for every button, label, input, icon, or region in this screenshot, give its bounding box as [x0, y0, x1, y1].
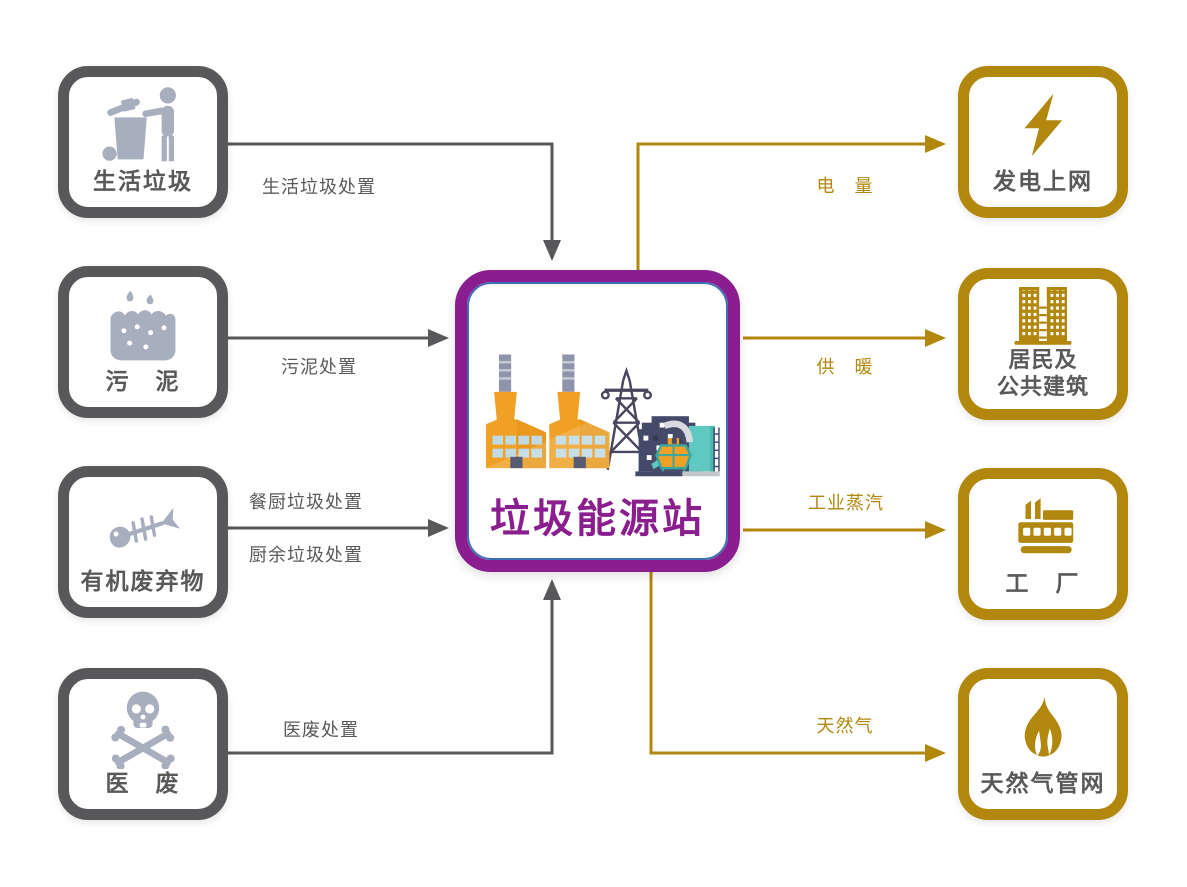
- node-label: 发电上网: [993, 167, 1093, 194]
- arrow-household-waste: [228, 142, 561, 261]
- trash-bin-and-person-icon: [69, 77, 217, 167]
- fish-bone-icon: [69, 477, 217, 567]
- flow-label-electricity: 电 量: [816, 176, 874, 196]
- node-medical-waste: 医 废: [58, 668, 228, 820]
- flow-label-household-waste-disposal: 生活垃圾处置: [262, 177, 376, 197]
- flow-label-heating: 供 暖: [816, 357, 874, 377]
- waste-to-energy-plant-illustration: [467, 282, 728, 486]
- node-power-to-grid: 发电上网: [958, 66, 1128, 218]
- buildings-icon: [969, 275, 1117, 347]
- factory-icon: [969, 479, 1117, 569]
- flow-label-medical-waste-disposal: 医废处置: [283, 720, 359, 740]
- node-label: 天然气管网: [980, 769, 1106, 796]
- node-residents-public-buildings: 居民及 公共建筑: [958, 268, 1128, 420]
- node-label: 有机废弃物: [80, 567, 206, 594]
- flow-label-kitchen-waste-disposal: 厨余垃圾处置: [249, 545, 363, 565]
- arrow-medical-waste: [228, 579, 561, 755]
- node-label: 污 泥: [105, 367, 181, 394]
- node-natural-gas-network: 天然气管网: [958, 668, 1128, 820]
- node-label: 医 废: [105, 769, 181, 796]
- node-waste-energy-station: 垃圾能源站: [455, 270, 740, 572]
- lightning-bolt-icon: [969, 77, 1117, 167]
- sludge-icon: [69, 277, 217, 367]
- node-label: 工 厂: [1005, 569, 1081, 596]
- node-factory: 工 厂: [958, 468, 1128, 620]
- node-organic-waste: 有机废弃物: [58, 466, 228, 618]
- node-sludge: 污 泥: [58, 266, 228, 418]
- node-label: 生活垃圾: [93, 167, 193, 194]
- node-label: 居民及 公共建筑: [996, 347, 1089, 400]
- flame-icon: [969, 679, 1117, 769]
- node-household-waste: 生活垃圾: [58, 66, 228, 218]
- flow-label-natural-gas: 天然气: [816, 716, 874, 736]
- flow-label-sludge-disposal: 污泥处置: [281, 357, 357, 377]
- arrow-electricity: [636, 135, 946, 270]
- skull-crossbones-icon: [69, 679, 217, 769]
- flow-label-restaurant-waste-disposal: 餐厨垃圾处置: [249, 492, 363, 512]
- flow-label-industrial-steam: 工业蒸汽: [808, 493, 884, 513]
- center-node-label: 垃圾能源站: [490, 497, 705, 541]
